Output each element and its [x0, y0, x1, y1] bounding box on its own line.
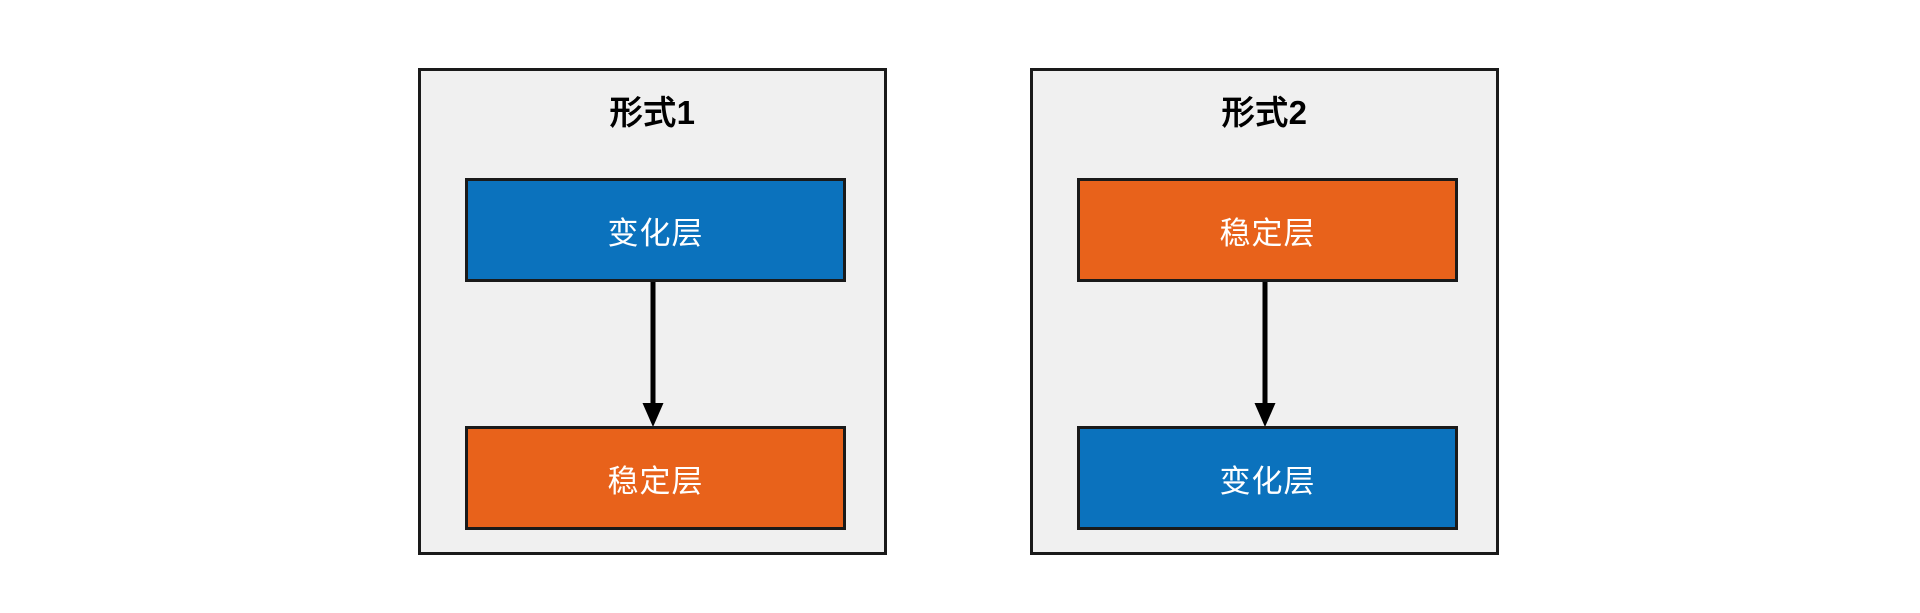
node-label: 稳定层	[607, 463, 704, 499]
panel-title-form-2: 形式2	[1221, 94, 1308, 131]
node-form2-bottom: 变化层	[1077, 426, 1458, 530]
panel-form-1: 形式1 变化层 稳定层	[418, 68, 887, 555]
arrow-form2-top-to-bottom	[1253, 282, 1277, 428]
node-form1-bottom: 稳定层	[465, 426, 846, 530]
panel-form-2: 形式2 稳定层 变化层	[1030, 68, 1499, 555]
node-form1-top: 变化层	[465, 178, 846, 282]
node-label: 变化层	[607, 215, 704, 251]
node-label: 稳定层	[1219, 215, 1316, 251]
arrow-form1-top-to-bottom	[641, 282, 665, 428]
node-form2-top: 稳定层	[1077, 178, 1458, 282]
panel-title-form-1: 形式1	[609, 94, 696, 131]
node-label: 变化层	[1219, 463, 1316, 499]
